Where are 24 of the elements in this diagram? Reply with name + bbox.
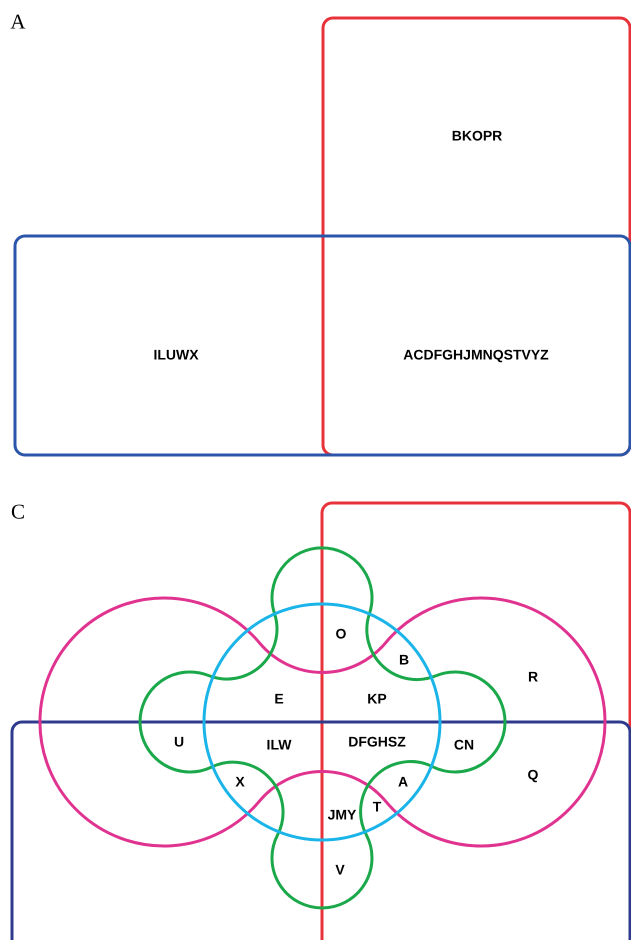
region-label: E: [274, 690, 284, 708]
region-label: U: [174, 732, 184, 752]
region-label: BKOPR: [452, 126, 502, 146]
panel-letter: C: [11, 498, 25, 526]
set-circle: [202, 602, 442, 842]
region-label: R: [528, 668, 538, 686]
region-label: ILW: [266, 736, 292, 754]
set-outline: [38, 596, 606, 848]
region-label: ACDFGHJMNQSTVYZ: [403, 346, 549, 364]
region-label: JMY: [328, 806, 356, 824]
region-label: O: [336, 624, 346, 644]
set-rectangle: [14, 234, 631, 456]
region-label: DFGHSZ: [348, 732, 406, 752]
region-label: Q: [528, 766, 538, 784]
region-label: V: [335, 860, 345, 880]
region-label: KP: [367, 690, 387, 708]
set-outline: [138, 546, 506, 910]
region-label: T: [372, 798, 382, 816]
panel-letter: A: [10, 8, 26, 36]
region-label: CN: [454, 736, 474, 754]
region-label: A: [398, 772, 408, 792]
region-label: X: [235, 772, 245, 792]
region-label: B: [398, 650, 410, 670]
region-label: ILUWX: [153, 346, 199, 364]
